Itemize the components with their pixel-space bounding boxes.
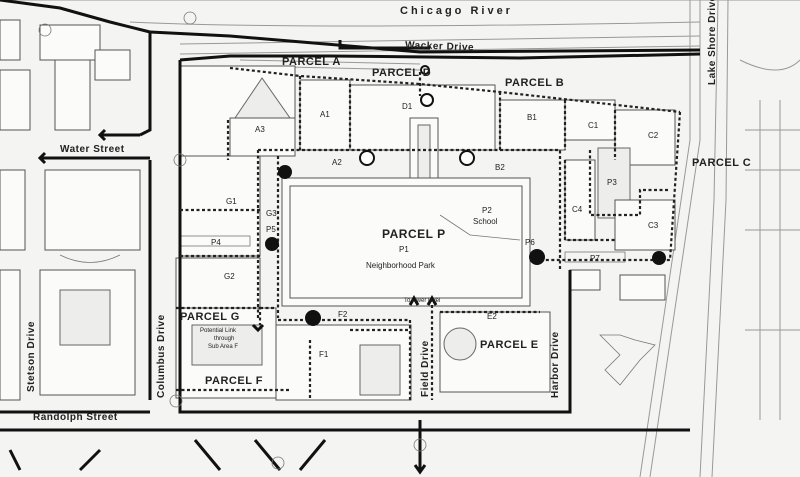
wacker-drive-edge-south	[179, 45, 701, 55]
subarea-p6: P6	[525, 238, 535, 247]
parcel-e-label: PARCEL E	[480, 339, 539, 351]
subarea-a2: A2	[332, 158, 342, 167]
river-bank	[129, 21, 701, 27]
school-label: School	[473, 217, 498, 226]
main-road-routes	[0, 0, 701, 472]
harbor-drive-label: Harbor Drive	[550, 331, 561, 398]
neighborhood-park-label: Neighborhood Park	[366, 261, 436, 270]
field-drive-label: Field Drive	[420, 340, 431, 397]
parcel-b-label: PARCEL B	[505, 77, 564, 89]
subarea-g2: G2	[224, 272, 235, 281]
subarea-f1: F1	[319, 350, 329, 359]
parcel-d-label: PARCEL D	[372, 67, 431, 79]
subarea-p2: P2	[482, 206, 492, 215]
stetson-drive-label: Stetson Drive	[26, 321, 37, 392]
site-buildings	[175, 65, 676, 401]
lower-level-note: To lower level	[404, 298, 440, 304]
parcel-c-label: PARCEL C	[692, 157, 751, 169]
subarea-p7: P7	[590, 254, 600, 263]
subarea-b1: B1	[527, 113, 537, 122]
neighborhood-park	[179, 177, 626, 307]
randolph-street-label: Randolph Street	[33, 412, 118, 423]
parcel-a-label: PARCEL A	[282, 56, 341, 68]
chicago-river-label: Chicago River	[400, 5, 513, 17]
potential-link-note-2: through	[214, 336, 234, 342]
subarea-p5: P5	[266, 225, 276, 234]
wacker-drive-edge-north	[179, 35, 701, 45]
subarea-g3: G3	[266, 209, 277, 218]
potential-link-note-3: Sub Area F	[208, 344, 238, 350]
subarea-a1: A1	[320, 110, 330, 119]
lake-shore-drive-lanes	[639, 0, 800, 477]
parcel-g-label: PARCEL G	[180, 311, 240, 323]
subarea-c3: C3	[648, 221, 659, 230]
parcel-p-label: PARCEL P	[382, 227, 446, 241]
subarea-p4: P4	[211, 238, 221, 247]
water-street-label: Water Street	[60, 144, 125, 155]
direction-arrows	[37, 128, 438, 475]
subarea-a3: A3	[255, 125, 265, 134]
subarea-c1: C1	[588, 121, 599, 130]
subarea-d1: D1	[402, 102, 413, 111]
columbus-drive-label: Columbus Drive	[156, 314, 167, 398]
subarea-c2: C2	[648, 131, 659, 140]
subarea-b2: B2	[495, 163, 505, 172]
subarea-e2: E2	[487, 312, 497, 321]
pedestrian-paths	[176, 66, 682, 400]
subarea-f2: F2	[338, 310, 348, 319]
site-markers	[38, 11, 666, 470]
wacker-drive-label: Wacker Drive	[405, 40, 474, 53]
west-buildings	[0, 19, 141, 401]
parcel-f-label: PARCEL F	[205, 375, 263, 387]
lake-shore-drive-label: Lake Shore Drive	[707, 0, 718, 85]
subarea-c4: C4	[572, 205, 583, 214]
subarea-g1: G1	[226, 197, 237, 206]
potential-link-note-1: Potential Link	[200, 328, 237, 334]
subarea-p1: P1	[399, 245, 409, 254]
subarea-p3: P3	[607, 178, 617, 187]
